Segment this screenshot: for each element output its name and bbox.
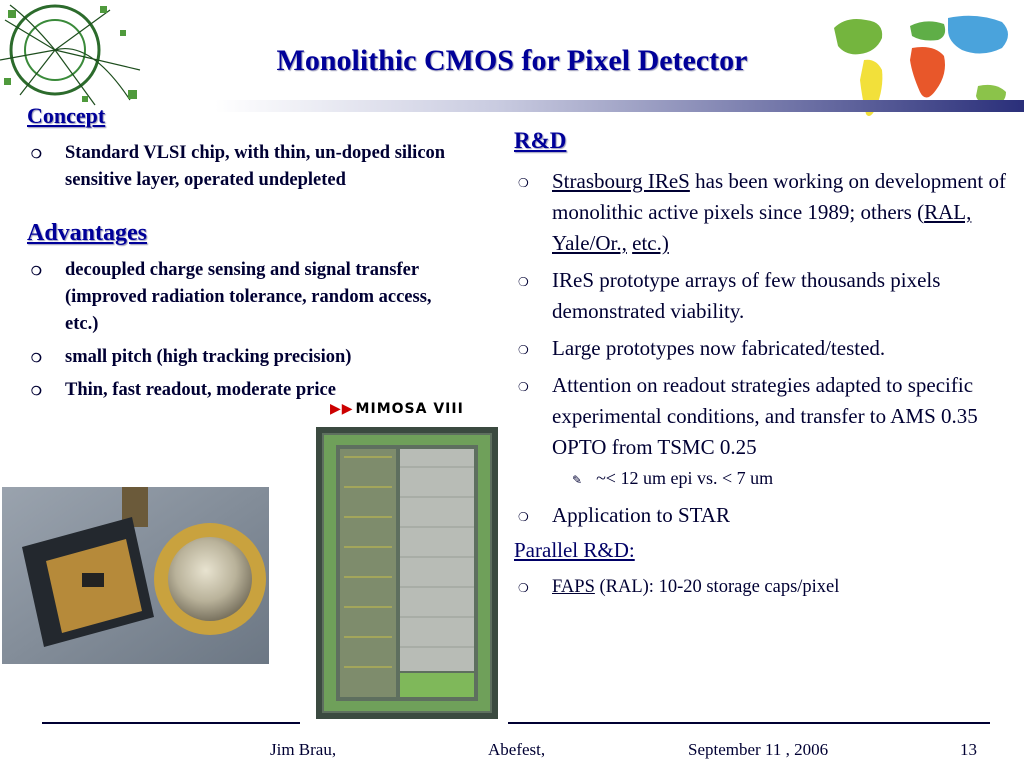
chip-label-text: MIMOSA VIII <box>355 401 464 417</box>
hollow-circle-bullet-icon: ❍ <box>518 510 529 524</box>
hollow-circle-bullet-icon: ❍ <box>518 380 529 394</box>
world-map-graphic <box>834 15 1008 116</box>
hollow-circle-bullet-icon: ❍ <box>31 147 42 161</box>
hollow-circle-bullet-icon: ❍ <box>518 176 529 190</box>
chip-layout-image <box>316 427 498 719</box>
rd-item-text: Large prototypes now fabricated/tested. <box>552 336 886 360</box>
chip-label: ▶▶MIMOSA VIII <box>330 401 464 417</box>
list-item: ❍ FAPS (RAL): 10-20 storage caps/pixel <box>514 574 1022 600</box>
faps-text: (RAL): 10-20 storage caps/pixel <box>594 577 840 597</box>
concept-list: ❍ Standard VLSI chip, with thin, un-dope… <box>27 140 497 200</box>
title-underline-bar <box>215 100 1024 112</box>
list-item: ❍ decoupled charge sensing and signal tr… <box>27 257 467 338</box>
list-item: ❍ Standard VLSI chip, with thin, un-dope… <box>27 140 497 194</box>
footer-author: Jim Brau, <box>270 740 337 759</box>
rd-item-text: has been working on development of monol… <box>552 169 1006 224</box>
advantage-item-text: decoupled charge sensing and signal tran… <box>65 260 432 334</box>
hollow-circle-bullet-icon: ❍ <box>518 581 529 595</box>
advantage-item-text: Thin, fast readout, moderate price <box>65 380 336 400</box>
rd-item-text: Attention on readout strategies adapted … <box>552 373 978 459</box>
faps-link[interactable]: FAPS <box>552 577 595 597</box>
footer-divider-left <box>42 722 300 724</box>
hollow-circle-bullet-icon: ❍ <box>31 351 42 365</box>
rd-item-text: IReS prototype arrays of few thousands p… <box>552 268 941 323</box>
footer-divider-right <box>508 722 990 724</box>
advantage-item-text: small pitch (high tracking precision) <box>65 347 352 367</box>
list-item: ❍ IReS prototype arrays of few thousands… <box>514 265 1022 327</box>
yale-link[interactable]: Yale/Or., <box>552 231 627 255</box>
footer-event: Abefest, <box>488 740 546 759</box>
list-item: ❍ Application to STAR <box>514 500 1022 531</box>
hollow-circle-bullet-icon: ❍ <box>31 264 42 278</box>
double-arrow-icon: ▶▶ <box>330 401 354 417</box>
pen-bullet-icon: ✎ <box>572 473 583 487</box>
star-item-text: Application to STAR <box>552 503 730 527</box>
advantages-heading: Advantages <box>27 220 148 246</box>
rd-heading: R&D <box>514 128 567 153</box>
list-item: ❍ Large prototypes now fabricated/tested… <box>514 333 1022 364</box>
list-item: ❍ Strasbourg IReS has been working on de… <box>514 166 1022 259</box>
etc-link[interactable]: etc.) <box>632 231 669 255</box>
rd-list: ❍ Strasbourg IReS has been working on de… <box>514 166 1022 469</box>
hollow-circle-bullet-icon: ❍ <box>31 384 42 398</box>
list-item: ❍ Attention on readout strategies adapte… <box>514 370 1022 463</box>
sub-item-text: ~< 12 um epi vs. < 7 um <box>596 468 774 488</box>
footer-page-number: 13 <box>960 740 977 759</box>
concept-item-text: Standard VLSI chip, with thin, un-doped … <box>65 143 446 190</box>
hollow-circle-bullet-icon: ❍ <box>518 343 529 357</box>
list-item: ❍ Thin, fast readout, moderate price <box>27 377 467 404</box>
list-item: ❍ small pitch (high tracking precision) <box>27 344 467 371</box>
advantages-list: ❍ decoupled charge sensing and signal tr… <box>27 257 467 410</box>
star-list: ❍ Application to STAR <box>514 500 1022 537</box>
faps-list: ❍ FAPS (RAL): 10-20 storage caps/pixel <box>514 574 1022 600</box>
slide-title: Monolithic CMOS for Pixel Detector <box>276 44 748 77</box>
detector-event-graphic <box>0 4 141 106</box>
footer-date: September 11 , 2006 <box>688 740 829 759</box>
ral-link[interactable]: RAL, <box>924 200 972 224</box>
strasbourg-ires-link[interactable]: Strasbourg IReS <box>552 169 690 193</box>
parallel-rd-heading[interactable]: Parallel R&D: <box>514 538 635 562</box>
chip-and-coin-photo <box>2 487 269 664</box>
concept-heading: Concept <box>27 103 106 128</box>
hollow-circle-bullet-icon: ❍ <box>518 275 529 289</box>
sub-list-item: ✎ ~< 12 um epi vs. < 7 um <box>572 468 773 489</box>
